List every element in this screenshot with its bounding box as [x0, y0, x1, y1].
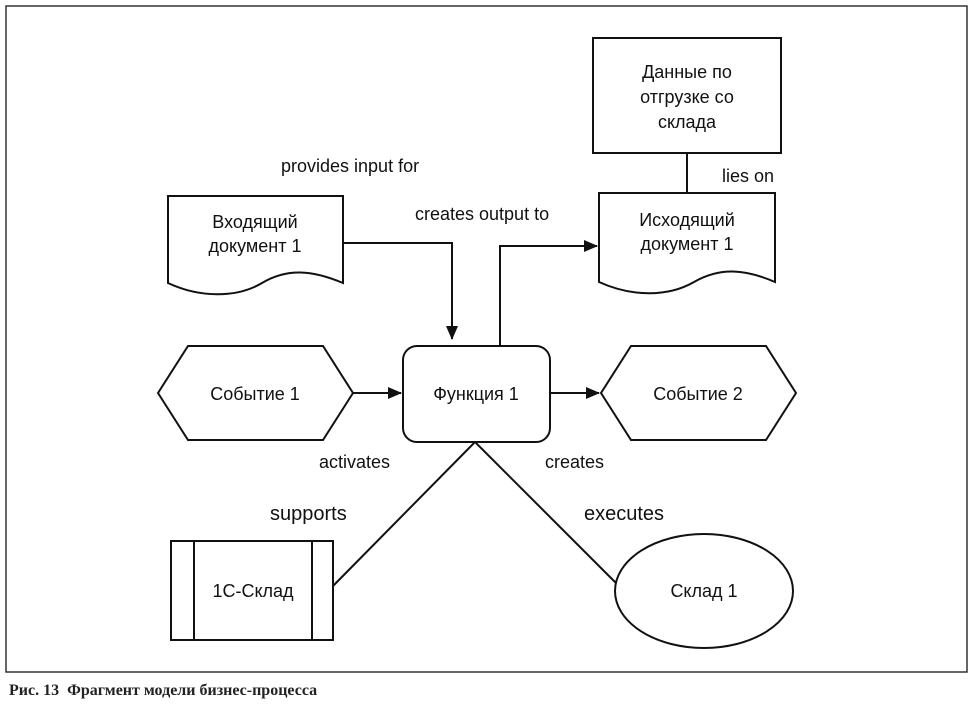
label-lies-on: lies on — [722, 166, 774, 186]
caption-number: Рис. 13 — [9, 682, 60, 699]
figure-caption: Рис. 13 Фрагмент модели бизнес-процесса — [9, 682, 317, 700]
connector-executes — [474, 441, 621, 588]
function-1-label: Функция 1 — [433, 384, 519, 404]
data-storage-node: Данные по отгрузке со склада — [592, 37, 782, 154]
output-document-line-2: документ 1 — [641, 234, 734, 254]
connector-provides-input — [343, 242, 458, 340]
data-storage-line-2: отгрузке со — [640, 87, 734, 107]
org-unit-label: Склад 1 — [670, 581, 737, 601]
input-document-line-2: документ 1 — [209, 236, 302, 256]
data-storage-line-1: Данные по — [642, 62, 732, 82]
label-executes: executes — [584, 503, 664, 525]
system-label: 1С-Склад — [212, 581, 294, 601]
input-document-line-1: Входящий — [212, 212, 297, 232]
output-document-node: Исходящий документ 1 — [598, 192, 776, 295]
label-supports: supports — [270, 503, 347, 525]
function-1-node: Функция 1 — [402, 345, 551, 443]
connector-creates-output — [499, 240, 598, 346]
input-document-node: Входящий документ 1 — [167, 195, 344, 296]
label-provides-input: provides input for — [281, 156, 419, 176]
figure-frame — [5, 5, 968, 673]
event-1-label: Событие 1 — [210, 384, 300, 404]
org-unit-node: Склад 1 — [614, 533, 794, 649]
event-2-label: Событие 2 — [653, 384, 743, 404]
label-activates: activates — [319, 452, 390, 472]
event-2-node: Событие 2 — [599, 345, 798, 441]
system-node: 1С-Склад — [170, 540, 334, 641]
data-storage-line-3: склада — [658, 112, 717, 132]
connector-supports — [332, 441, 476, 587]
output-document-line-1: Исходящий — [639, 210, 735, 230]
caption-text: Фрагмент модели бизнес-процесса — [67, 682, 318, 699]
event-1-node: Событие 1 — [156, 345, 355, 441]
label-creates-output: creates output to — [415, 204, 549, 224]
label-creates: creates — [545, 452, 604, 472]
